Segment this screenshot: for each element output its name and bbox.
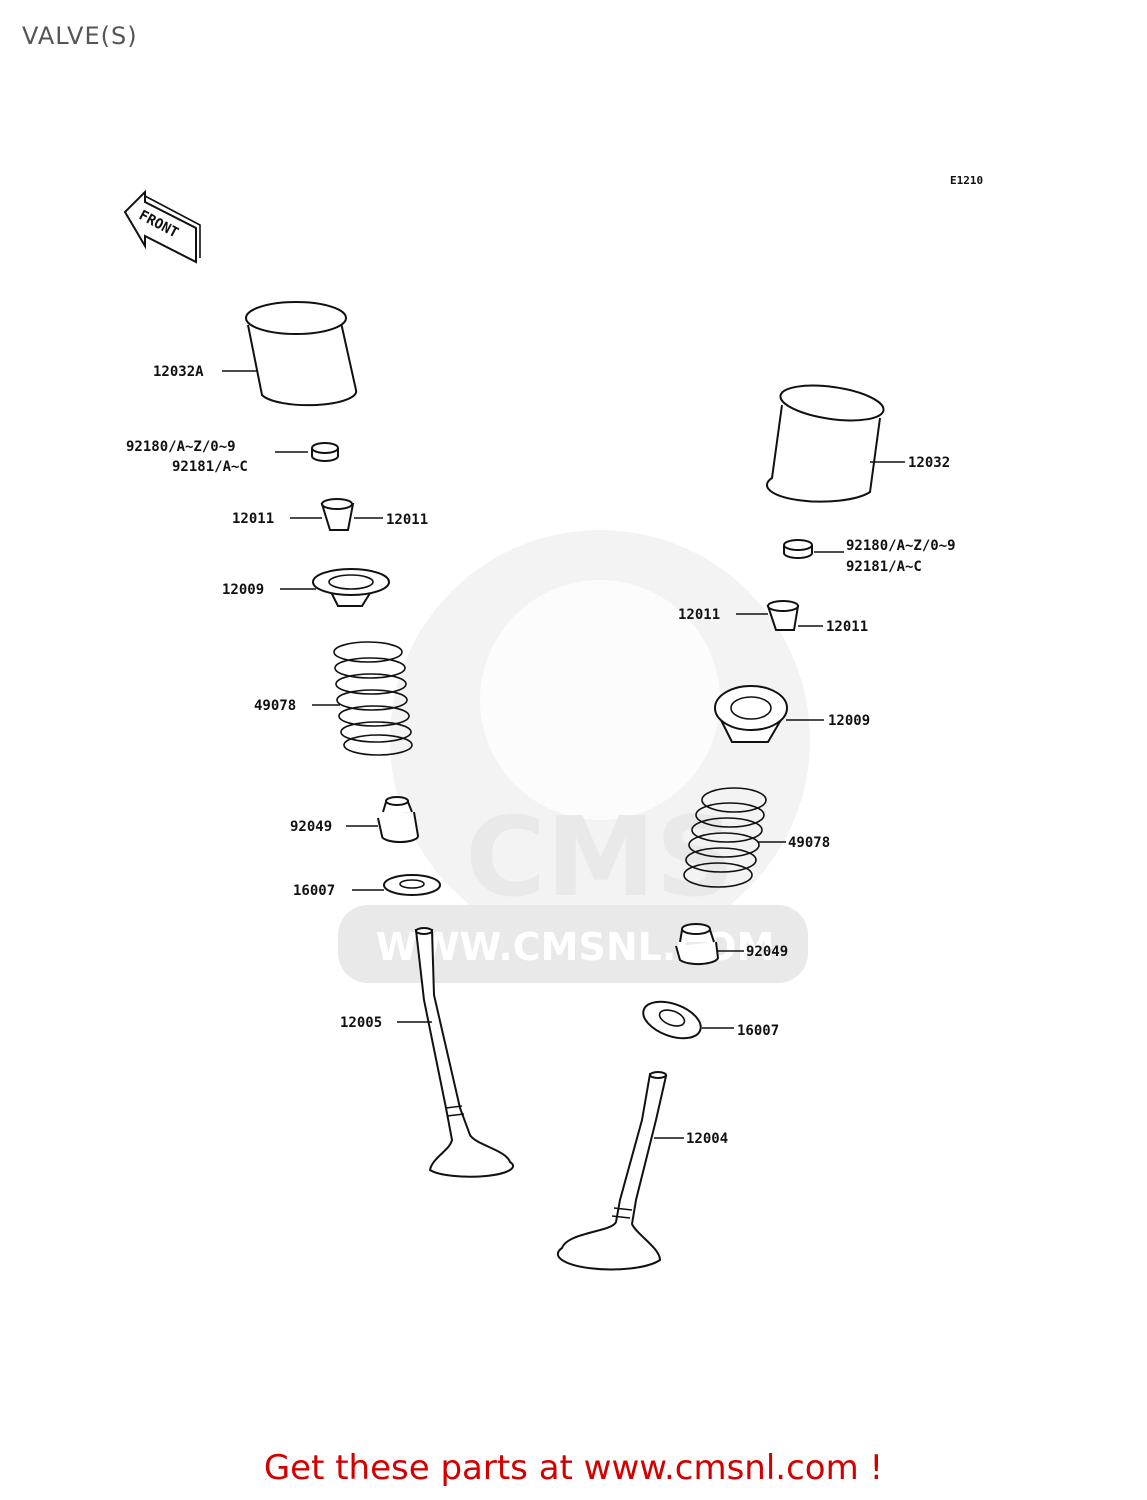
- tappet-left: [245, 301, 358, 407]
- front-arrow-icon: FRONT: [123, 189, 201, 264]
- label-keeper-right-b: 12011: [826, 619, 868, 635]
- watermark-brand: CMS: [465, 793, 734, 921]
- label-seat-right: 16007: [737, 1023, 779, 1039]
- spring-right: [683, 787, 767, 888]
- cms-watermark: CMS WWW.CMSNL.COM: [338, 530, 810, 983]
- keeper-right: [766, 600, 800, 631]
- tappet-right: [765, 384, 885, 503]
- valve-intake-right: [556, 1071, 668, 1271]
- label-valve-left: 12005: [340, 1015, 382, 1031]
- label-keeper-right-a: 12011: [678, 607, 720, 623]
- valve-seal-left: [377, 796, 420, 843]
- label-seal-left: 92049: [290, 819, 332, 835]
- spring-left: [333, 641, 413, 756]
- retainer-right: [714, 685, 788, 743]
- label-tappet-left: 12032A: [153, 364, 204, 380]
- label-keeper-left-a: 12011: [232, 511, 274, 527]
- footer-call-to-action[interactable]: Get these parts at www.cmsnl.com !: [263, 1448, 884, 1488]
- label-seal-right: 92049: [746, 944, 788, 960]
- label-shim-left-2: 92181/A~C: [172, 459, 248, 475]
- spring-seat-left: [383, 874, 441, 896]
- label-spring-left: 49078: [254, 698, 296, 714]
- label-valve-right: 12004: [686, 1131, 728, 1147]
- page-title: VALVE(S): [22, 22, 138, 50]
- label-retainer-right: 12009: [828, 713, 870, 729]
- label-shim-left-1: 92180/A~Z/0~9: [126, 439, 236, 455]
- shim-right: [783, 539, 813, 559]
- label-tappet-right: 12032: [908, 455, 950, 471]
- label-spring-right: 49078: [788, 835, 830, 851]
- label-keeper-left-b: 12011: [386, 512, 428, 528]
- retainer-left: [312, 568, 390, 607]
- diagram-code: E1210: [950, 174, 983, 187]
- valve-seal-right: [675, 923, 720, 966]
- label-retainer-left: 12009: [222, 582, 264, 598]
- label-seat-left: 16007: [293, 883, 335, 899]
- label-shim-right-2: 92181/A~C: [846, 559, 922, 575]
- shim-left: [311, 442, 339, 462]
- spring-seat-right: [642, 1000, 702, 1040]
- label-shim-right-1: 92180/A~Z/0~9: [846, 538, 956, 554]
- keeper-left: [320, 498, 355, 531]
- valve-exhaust-left: [414, 927, 515, 1178]
